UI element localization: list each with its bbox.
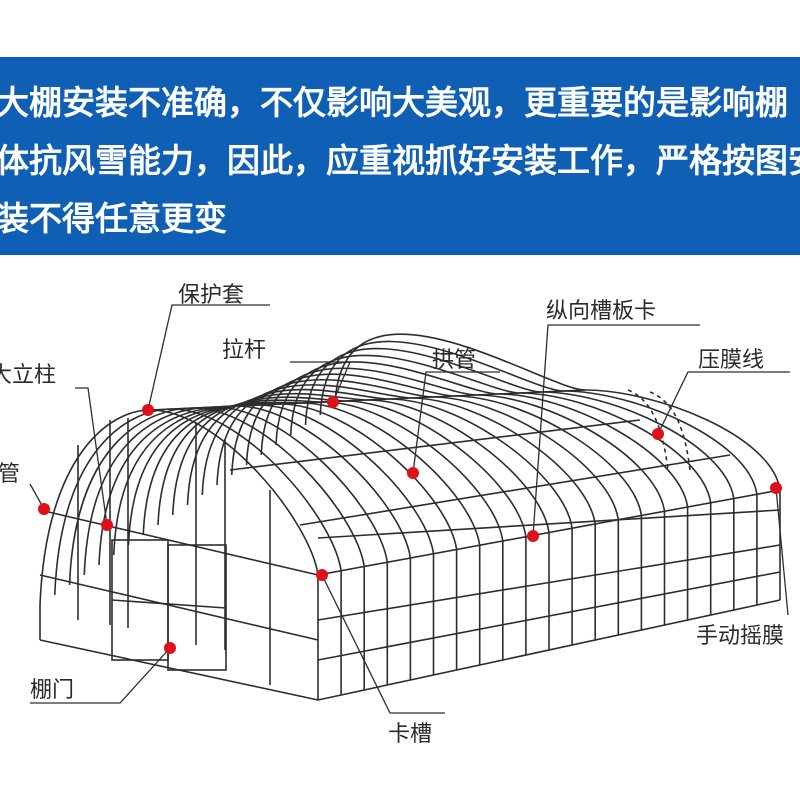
arch-pipe [230, 378, 620, 520]
marker-longitudinal-clip [527, 530, 539, 542]
film-line [649, 391, 691, 471]
leader-line-arch-pipe [412, 371, 500, 474]
upper-purlin [229, 419, 641, 471]
banner-line-3: 装不得任意更变 [0, 199, 227, 238]
wall-rail-1 [317, 544, 781, 621]
marker-end-column [101, 519, 113, 531]
leader-line-shed-door [30, 647, 171, 704]
leader-line-clip-groove [321, 574, 445, 714]
marker-tie-rod [327, 396, 339, 408]
end-rail [39, 509, 319, 576]
label-clip-groove: 卡槽 [388, 722, 432, 747]
marker-protective-cover [142, 404, 154, 416]
arch-pipe [260, 367, 666, 512]
greenhouse-diagram: 保护套 拉杆 大立柱 管 拱管 纵向槽板卡 压膜线 手动摇膜 棚门 卡槽 [0, 283, 790, 747]
label-tie-rod: 拉杆 [222, 338, 266, 363]
leader-line-tie-rod [290, 361, 351, 403]
marker-side-pipe [38, 503, 50, 515]
door-mid [111, 599, 227, 609]
wall-rail-2 [317, 571, 781, 661]
arch-pipe [98, 405, 412, 566]
label-protective-cover: 保护套 [178, 283, 244, 308]
arch-pipe [186, 392, 550, 533]
label-arch-pipe: 拱管 [432, 348, 476, 373]
mid-purlin [299, 454, 731, 526]
ridge-rod [149, 389, 586, 411]
side-base [317, 599, 781, 701]
arch-pipe [334, 333, 781, 491]
leader-lines [29, 304, 790, 714]
markers [38, 396, 782, 654]
title-banner: 大棚安装不准确，不仅影响大美观，更重要的是影响棚 体抗风雪能力，因此，应重视抓好… [0, 57, 800, 255]
label-longitudinal-clip: 纵向槽板卡 [546, 299, 656, 324]
side-rail [317, 489, 781, 576]
leader-line-film-line [657, 371, 790, 435]
marker-arch-pipe [407, 467, 419, 479]
marker-film-line [652, 428, 664, 440]
label-side-pipe: 管 [0, 462, 20, 487]
arch-pipe [245, 373, 643, 516]
arch-pipe [53, 408, 342, 596]
label-end-column: 大立柱 [0, 363, 56, 388]
label-film-line: 压膜线 [698, 348, 764, 373]
arch-pipe [275, 361, 689, 508]
label-manual-roller: 手动摇膜 [696, 624, 784, 649]
arch-pipe [319, 340, 758, 495]
leader-line-protective-cover [147, 304, 270, 411]
marker-manual-roller [770, 482, 782, 494]
marker-clip-groove [316, 569, 328, 581]
side-purlin [317, 509, 781, 539]
leader-line-end-column [75, 387, 108, 526]
banner-line-1: 大棚安装不准确，不仅影响大美观，更重要的是影响棚 [0, 83, 788, 122]
film-line [627, 389, 669, 471]
label-shed-door: 棚门 [30, 678, 74, 703]
end-mid-rail [39, 574, 319, 641]
greenhouse-frame [39, 333, 781, 701]
arch-pipe [112, 404, 435, 556]
leader-line-longitudinal-clip [532, 324, 700, 537]
marker-shed-door [164, 642, 176, 654]
leader-line-manual-roller [775, 487, 789, 616]
banner-line-2: 体抗风雪能力，因此，应重视抓好安装工作，严格按图安 [0, 141, 800, 180]
